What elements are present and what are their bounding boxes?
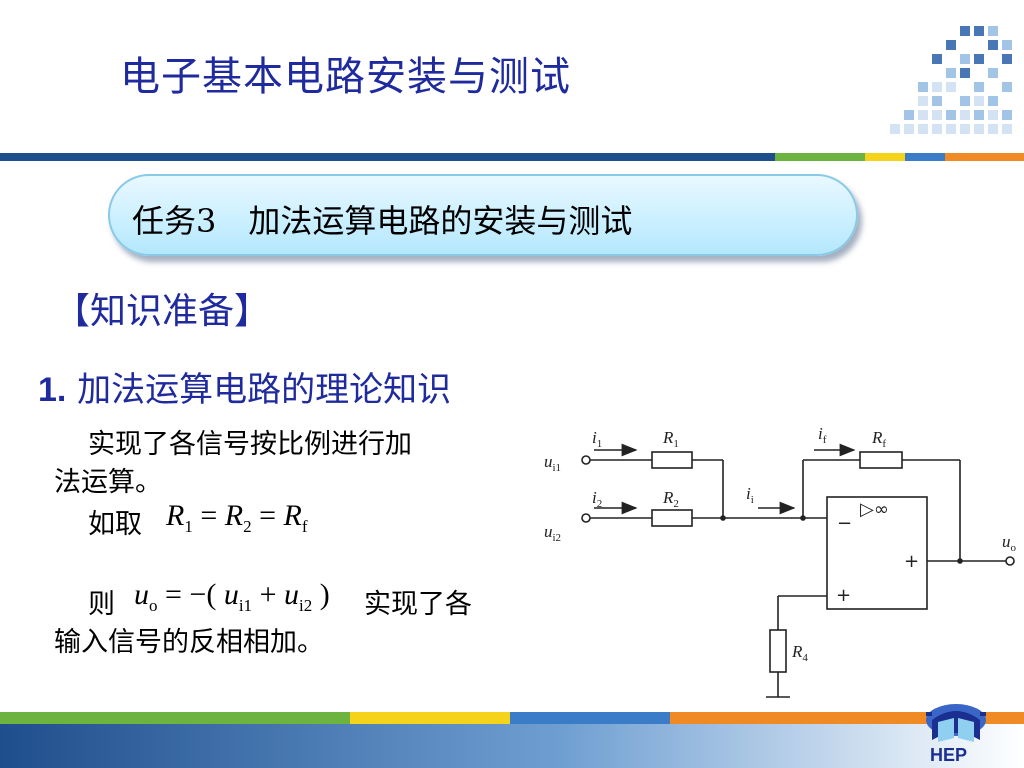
opamp-output-sign: +	[904, 551, 919, 572]
body-line-4-prefix: 则	[88, 589, 115, 620]
body-line-3-prefix: 如取	[88, 509, 142, 540]
label-R4: R4	[791, 642, 808, 664]
section-title: 【知识准备】	[54, 291, 271, 332]
opamp-symbol: ▷∞	[860, 499, 889, 520]
body-line-2: 法运算。	[54, 467, 162, 498]
subsection-heading: 1. 加法运算电路的理论知识	[38, 362, 451, 411]
hep-logo-text: HEP	[930, 745, 968, 765]
label-ui2: ui2	[544, 522, 561, 544]
footer-bar	[0, 712, 1024, 768]
decorative-mosaic	[890, 26, 1012, 134]
label-uo: uo	[1002, 532, 1017, 554]
label-ui1: ui1	[544, 452, 561, 474]
subsection-number: 1.	[38, 371, 67, 409]
label-i1: i1	[592, 428, 602, 450]
label-if: if	[818, 424, 827, 446]
hep-logo-icon	[926, 704, 986, 742]
body-line-4-suffix: 实现了各	[364, 589, 472, 620]
label-i2: i2	[592, 488, 602, 510]
body-line-5: 输入信号的反相相加。	[54, 627, 324, 658]
summing-amplifier-circuit: i1 R1 ui1 i2 R2 ui2 if Rf ii uo R4 ▷∞ − …	[544, 424, 1017, 698]
slide-title: 电子基本电路安装与测试	[120, 54, 571, 100]
label-ii: ii	[746, 484, 754, 506]
header-divider-bar	[0, 153, 1024, 161]
opamp-inverting-sign: −	[837, 513, 852, 534]
label-R1: R1	[662, 428, 679, 450]
task-label: 任务3 加法运算电路的安装与测试	[132, 202, 633, 240]
opamp-noninverting-sign: +	[836, 585, 851, 606]
formula-output-voltage: uo = −( ui1 + ui2 )	[134, 578, 330, 615]
formula-resistor-equality: R1 = R2 = Rf	[166, 499, 308, 536]
subsection-title: 加法运算电路的理论知识	[77, 370, 452, 410]
task-banner	[108, 174, 858, 256]
label-R2: R2	[662, 488, 679, 510]
label-Rf: Rf	[871, 428, 886, 450]
body-line-1: 实现了各信号按比例进行加	[88, 429, 412, 460]
